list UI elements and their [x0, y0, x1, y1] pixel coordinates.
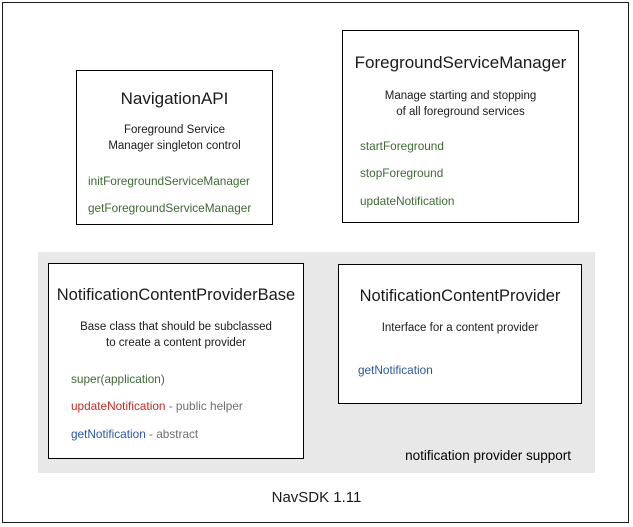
- member-name: getNotification: [71, 426, 146, 441]
- member-row[interactable]: initForegroundServiceManager: [88, 174, 272, 189]
- class-title-foreground-service-manager: ForegroundServiceManager: [354, 53, 567, 72]
- member-name: startForeground: [360, 139, 444, 154]
- member-row[interactable]: updateNotification: [360, 194, 578, 209]
- class-description-line-2: to create a content provider: [106, 336, 246, 349]
- member-list-foreground-service-manager: startForeground stopForeground updateNot…: [343, 139, 578, 209]
- member-list-notification-content-provider: getNotification: [339, 363, 581, 378]
- member-name: stopForeground: [360, 166, 444, 181]
- class-box-navigation-api[interactable]: NavigationAPI Foreground Service Manager…: [76, 70, 273, 225]
- member-row[interactable]: getForegroundServiceManager: [88, 201, 272, 216]
- class-description-line-1: Interface for a content provider: [381, 322, 539, 334]
- member-row[interactable]: getNotification - abstract: [71, 427, 303, 442]
- group-panel-label: notification provider support: [405, 448, 571, 463]
- member-name: super(application): [71, 372, 165, 387]
- class-description-line-1: Manage starting and stopping: [384, 90, 537, 102]
- member-name: getNotification: [358, 362, 433, 377]
- diagram-caption: NavSDK 1.11: [271, 489, 362, 506]
- class-description-navigation-api: Foreground Service Manager singleton con…: [77, 123, 272, 154]
- class-description-line-1: Foreground Service: [124, 124, 225, 136]
- class-title-notification-content-provider: NotificationContentProvider: [359, 287, 561, 305]
- class-description-line-2: Manager singleton control: [108, 139, 241, 152]
- class-description-notification-content-provider: Interface for a content provider: [339, 321, 581, 337]
- class-title-notification-content-provider-base: NotificationContentProviderBase: [56, 286, 296, 304]
- member-row[interactable]: super(application): [71, 372, 303, 387]
- member-row[interactable]: getNotification: [358, 363, 581, 378]
- class-box-notification-content-provider-base[interactable]: NotificationContentProviderBase Base cla…: [48, 263, 304, 459]
- member-note: - public helper: [165, 399, 243, 414]
- class-description-line-2: of all foreground services: [396, 105, 525, 118]
- member-row[interactable]: startForeground: [360, 139, 578, 154]
- class-description-foreground-service-manager: Manage starting and stopping of all fore…: [343, 89, 578, 120]
- member-name: getForegroundServiceManager: [88, 201, 252, 216]
- member-row[interactable]: stopForeground: [360, 166, 578, 181]
- class-title-navigation-api: NavigationAPI: [120, 89, 229, 108]
- member-name: initForegroundServiceManager: [88, 174, 250, 189]
- member-list-notification-content-provider-base: super(application) updateNotification - …: [49, 372, 303, 442]
- class-box-notification-content-provider[interactable]: NotificationContentProvider Interface fo…: [338, 264, 582, 404]
- member-note: - abstract: [145, 426, 199, 441]
- member-name: updateNotification: [71, 399, 166, 414]
- member-name: updateNotification: [360, 193, 455, 208]
- member-row[interactable]: updateNotification - public helper: [71, 399, 303, 414]
- class-description-line-1: Base class that should be subclassed: [80, 321, 272, 333]
- class-box-foreground-service-manager[interactable]: ForegroundServiceManager Manage starting…: [342, 30, 579, 223]
- class-description-notification-content-provider-base: Base class that should be subclassed to …: [49, 320, 303, 351]
- member-list-navigation-api: initForegroundServiceManager getForegrou…: [77, 174, 272, 217]
